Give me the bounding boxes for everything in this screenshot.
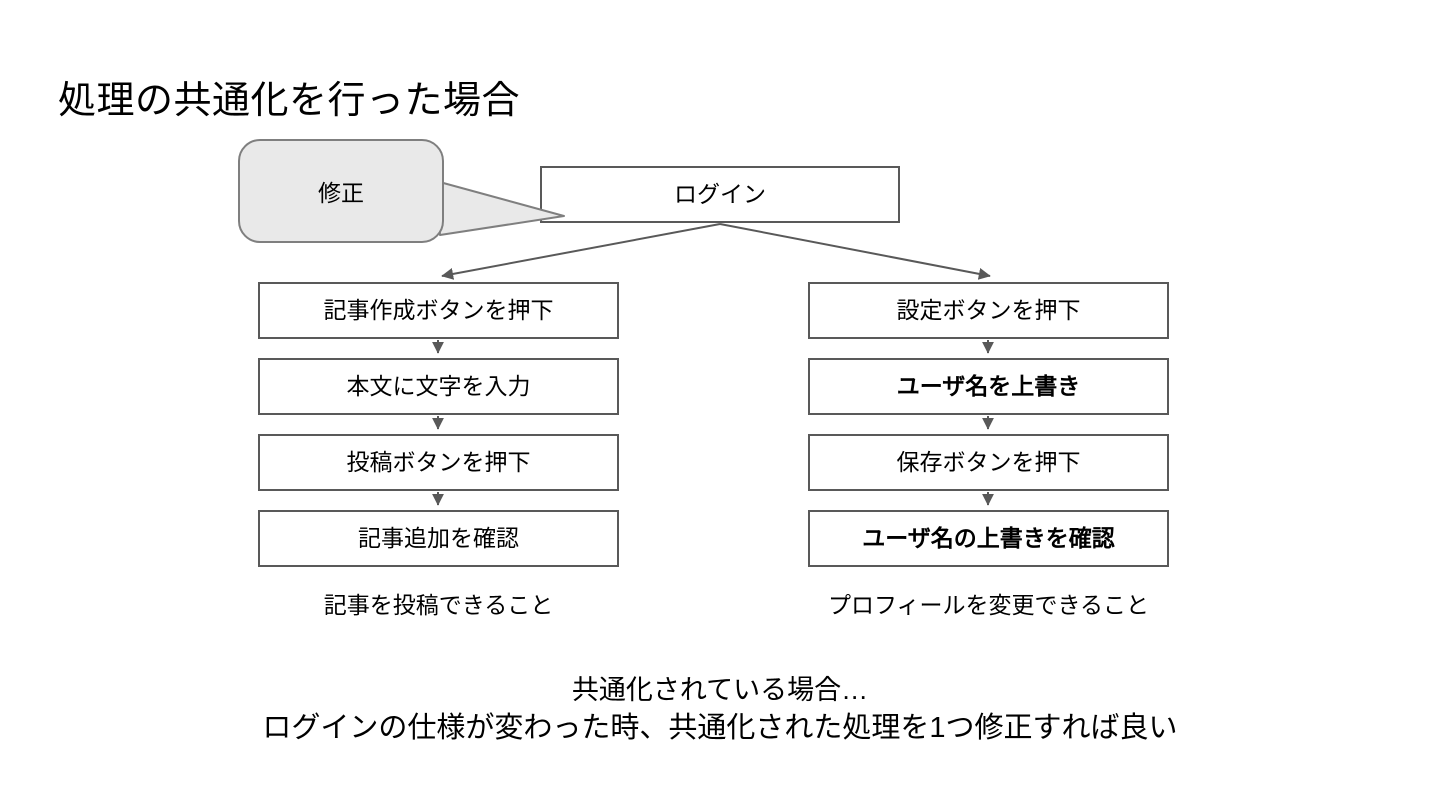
process-box-left-2-label: 本文に文字を入力 bbox=[346, 373, 531, 399]
summary-block: 共通化されている場合… ログインの仕様が変わった時、共通化された処理を1つ修正す… bbox=[0, 672, 1440, 748]
caption-profile-flow: プロフィールを変更できること bbox=[827, 592, 1150, 618]
process-box-left-3-label: 投稿ボタンを押下 bbox=[346, 449, 531, 475]
process-box-right-4: ユーザ名の上書きを確認 bbox=[808, 510, 1169, 567]
process-box-right-3: 保存ボタンを押下 bbox=[808, 434, 1169, 491]
summary-line-2: ログインの仕様が変わった時、共通化された処理を1つ修正すれば良い bbox=[262, 712, 1178, 744]
process-box-right-3-label: 保存ボタンを押下 bbox=[896, 449, 1081, 475]
callout-label: 修正 bbox=[318, 180, 364, 206]
summary-line-1: 共通化されている場合… bbox=[571, 675, 869, 705]
branch-arrow-right bbox=[719, 223, 991, 280]
callout-fix: 修正 bbox=[238, 139, 444, 243]
process-box-right-2: ユーザ名を上書き bbox=[808, 358, 1169, 415]
process-box-right-2-label: ユーザ名を上書き bbox=[896, 373, 1081, 399]
process-box-left-1: 記事作成ボタンを押下 bbox=[258, 282, 619, 339]
caption-article-flow: 記事を投稿できること bbox=[323, 592, 554, 618]
process-box-right-4-label: ユーザ名の上書きを確認 bbox=[862, 525, 1115, 551]
process-box-left-3: 投稿ボタンを押下 bbox=[258, 434, 619, 491]
page-title: 処理の共通化を行った場合 bbox=[58, 80, 521, 122]
process-box-left-2: 本文に文字を入力 bbox=[258, 358, 619, 415]
process-box-login-label: ログイン bbox=[674, 181, 766, 207]
process-box-right-1: 設定ボタンを押下 bbox=[808, 282, 1169, 339]
process-box-left-4-label: 記事追加を確認 bbox=[358, 525, 519, 551]
callout-tail-icon bbox=[435, 180, 565, 236]
process-box-login: ログイン bbox=[540, 166, 900, 223]
process-box-right-1-label: 設定ボタンを押下 bbox=[896, 297, 1081, 323]
process-box-left-1-label: 記事作成ボタンを押下 bbox=[323, 297, 554, 323]
process-box-left-4: 記事追加を確認 bbox=[258, 510, 619, 567]
